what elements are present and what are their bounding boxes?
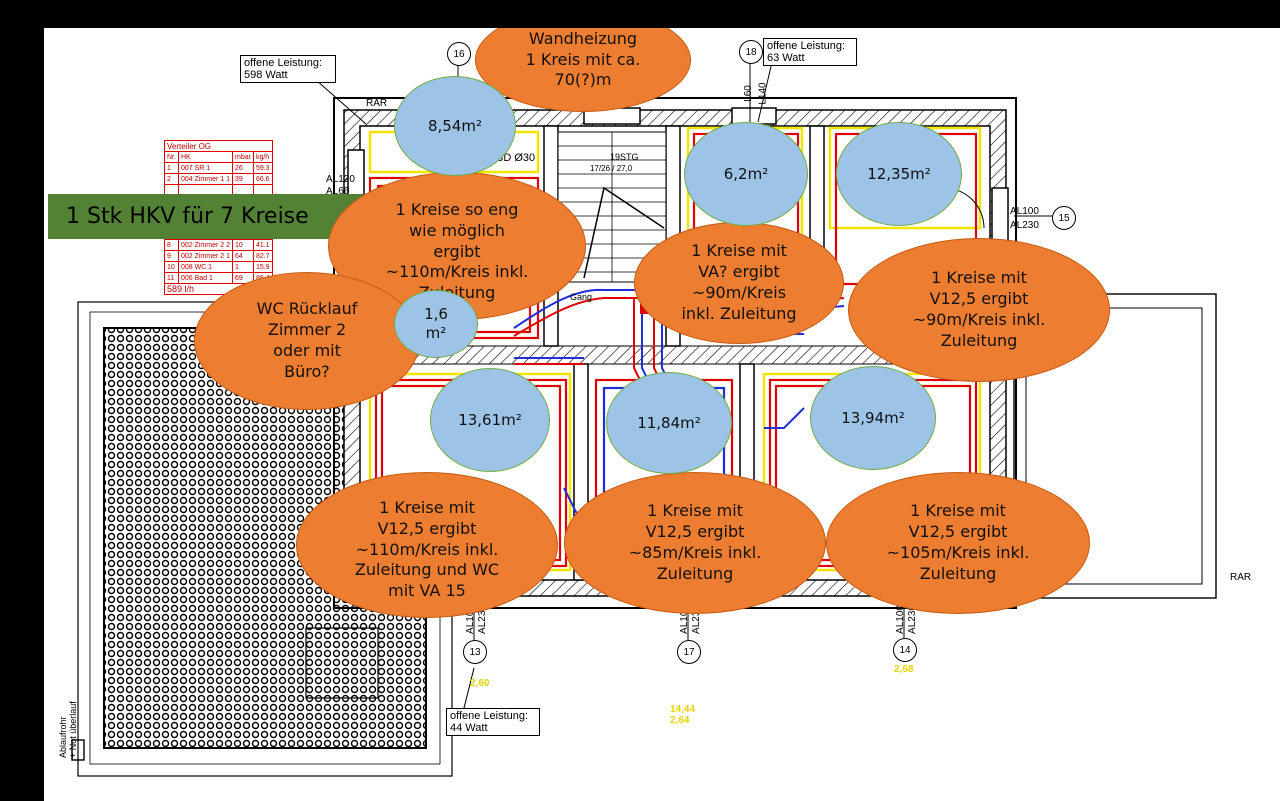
ellipse-kreis-v125-85: 1 Kreise mit V12,5 ergibt ~85m/Kreis ink…: [564, 472, 826, 614]
ellipse-kreis-v125-105: 1 Kreise mit V12,5 ergibt ~105m/Kreis in…: [826, 472, 1090, 614]
marker-18: 18: [739, 40, 763, 64]
ellipse-kreis-v125-90: 1 Kreise mit V12,5 ergibt ~90m/Kreis ink…: [848, 238, 1110, 382]
balcony-outline: [1013, 293, 1217, 599]
label-al230-right: AL230: [1010, 220, 1039, 231]
ellipse-kreis-v125-110: 1 Kreise mit V12,5 ergibt ~110m/Kreis in…: [296, 472, 558, 618]
marker-13: 13: [463, 640, 487, 664]
label-abfluss: Ablaufrohr + Not überlauf: [58, 701, 78, 758]
yellow-label: 2,60: [470, 678, 490, 689]
label-l60: L60: [742, 85, 754, 102]
area-circle-1361: 13,61m²: [430, 368, 550, 472]
ellipse-kreis-va: 1 Kreise mit VA? ergibt ~90m/Kreis inkl.…: [634, 222, 844, 344]
note-open-power-63: offene Leistung:63 Watt: [763, 38, 857, 66]
table-row-spacer: [164, 184, 273, 196]
ellipse-wc-ruecklauf: WC Rücklauf Zimmer 2 oder mit Büro?: [194, 272, 420, 410]
floor-plan-sheet: AL120 AL60 AL100 AL230 RAR RAR RAR L60 L…: [44, 28, 1280, 801]
label-stairs-dim: 17/26 / 27,0: [590, 164, 633, 173]
note-open-power-44: offene Leistung:44 Watt: [446, 708, 540, 736]
label-al100-br: AL100: [894, 605, 906, 634]
label-al60: AL60: [326, 186, 350, 197]
area-circle-854: 8,54m²: [394, 76, 516, 176]
label-l140: L140: [757, 82, 769, 105]
label-al100-right: AL100: [1010, 206, 1039, 217]
area-circle-1184: 11,84m²: [606, 372, 732, 474]
area-circle-16: 1,6 m²: [394, 290, 478, 358]
label-rar-right: RAR: [1230, 572, 1252, 583]
area-circle-1235: 12,35m²: [836, 122, 962, 226]
hkv-banner: 1 Stk HKV für 7 Kreise: [48, 194, 369, 239]
yellow-label: 14,44 2,64: [670, 704, 696, 726]
verteiler-header: Nr. HK mbar kg/h: [164, 151, 273, 163]
note-open-power-598: offene Leistung:598 Watt: [240, 55, 336, 83]
area-circle-1394: 13,94m²: [810, 366, 936, 470]
area-circle-62: 6,2m²: [684, 122, 808, 226]
verteiler-title: Verteiler OG: [164, 140, 273, 152]
marker-15: 15: [1052, 206, 1076, 230]
label-bd: BD Ø30: [496, 152, 536, 164]
label-gang: Gang: [570, 292, 593, 302]
marker-17: 17: [677, 640, 701, 664]
marker-16: 16: [447, 42, 471, 66]
label-stairs: 19STG: [610, 152, 639, 162]
label-rar-top: RAR: [366, 98, 388, 109]
marker-14: 14: [893, 638, 917, 662]
ellipse-wandheizung: Wandheizung 1 Kreis mit ca. 70(?)m: [475, 28, 691, 112]
label-al120: AL120: [326, 174, 355, 185]
yellow-label: 2,68: [894, 664, 914, 675]
